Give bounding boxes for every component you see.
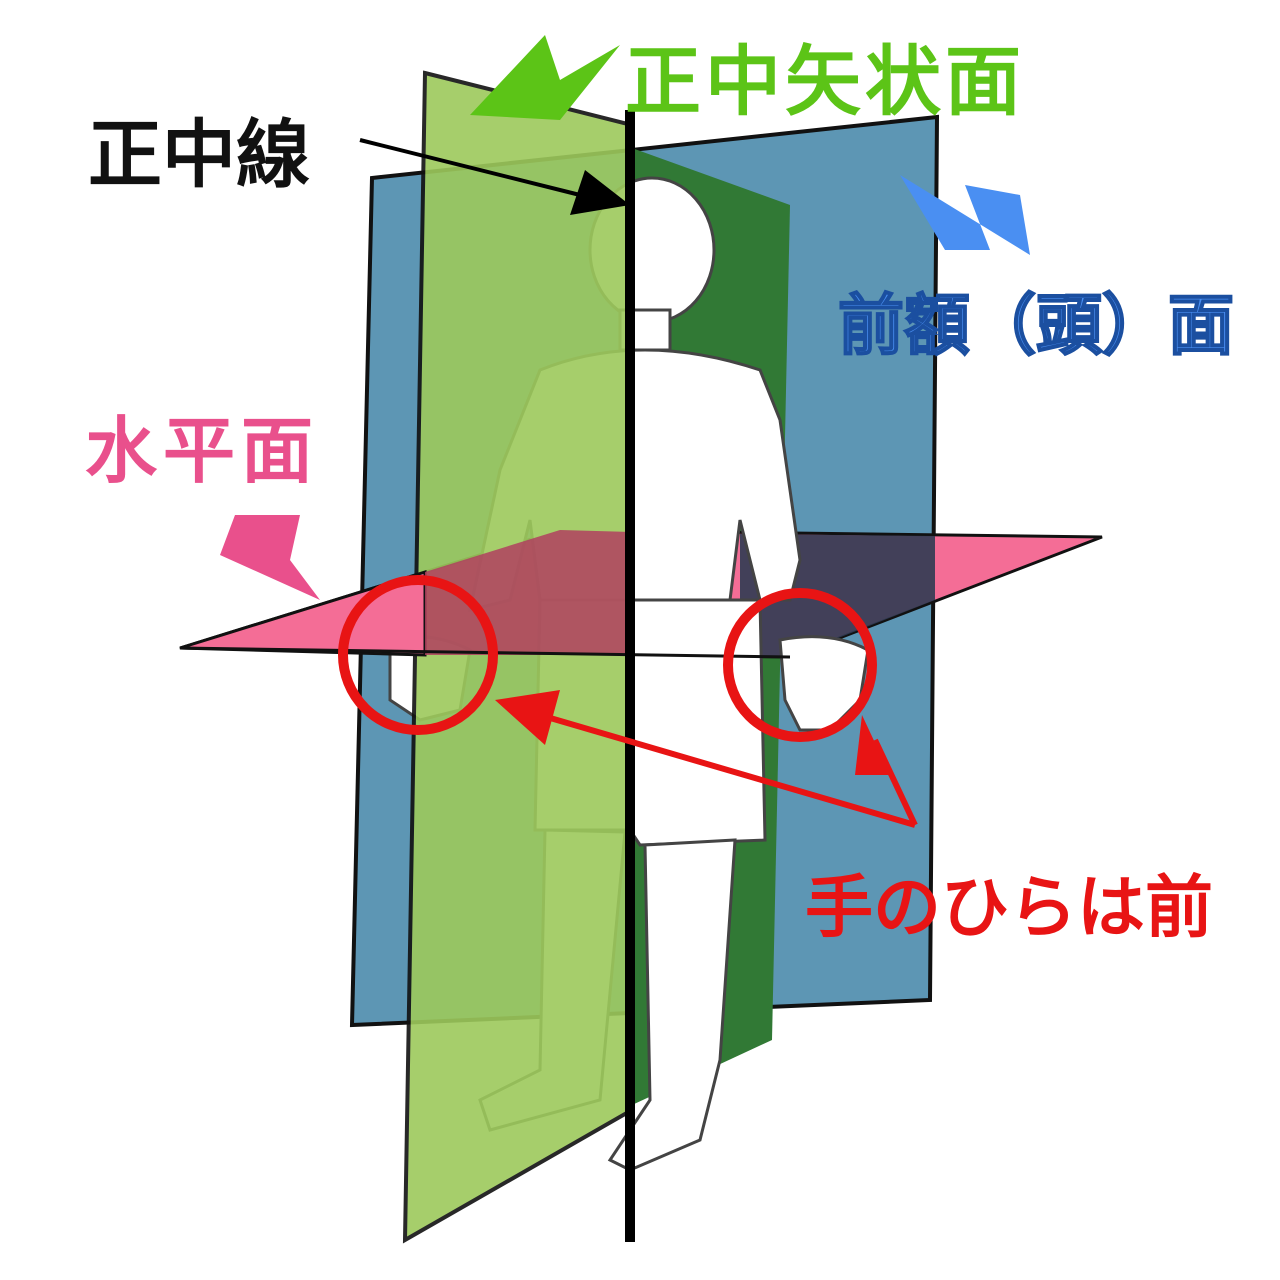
frontal-arrow: [900, 175, 1030, 255]
horizontal-label: 水平面: [85, 409, 320, 493]
palms-arrow-right-shaft: [872, 738, 918, 827]
palms-arrow-left-shaft: [539, 712, 916, 828]
palms-arrow-left-head: [495, 690, 560, 745]
sagittal-plane: [402, 70, 634, 1244]
left-palm-circle: [338, 575, 498, 735]
horizontal-plane-through-sagittal: [425, 530, 632, 655]
sagittal-label: 正中矢状面: [625, 37, 1025, 126]
frontal-label: 前額（頭）面: [837, 286, 1235, 365]
midline-arrow-shaft: [359, 138, 581, 197]
midline-label: 正中線: [88, 112, 310, 198]
sagittal-arrow: [470, 35, 620, 120]
palms-label: 手のひらは前: [805, 869, 1214, 948]
midline-arrowhead: [570, 170, 630, 215]
palms-arrow-right-head: [855, 715, 890, 775]
horizontal-arrow: [220, 515, 320, 600]
right-palm-circle: [723, 588, 877, 742]
